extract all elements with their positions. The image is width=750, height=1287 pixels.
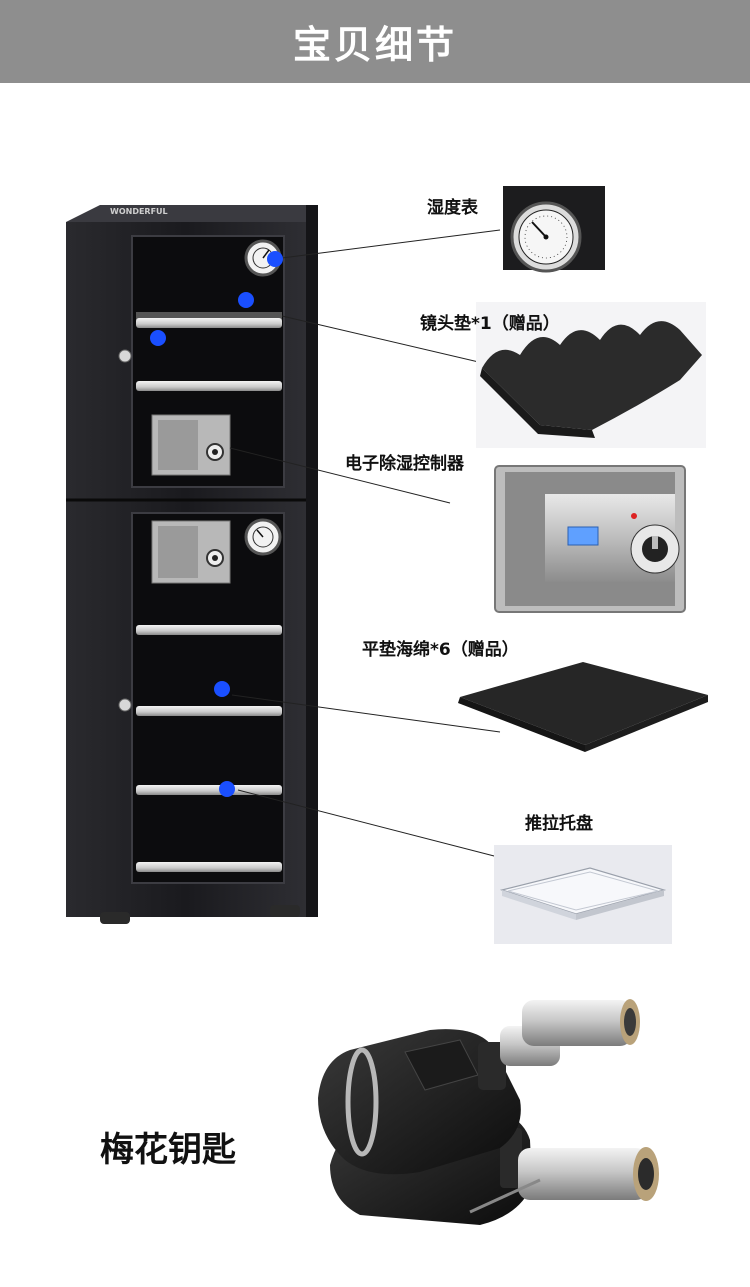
hygrometer-closeup [503, 186, 605, 273]
cabinet-controller-lower [151, 520, 231, 584]
label-flat-foam: 平垫海绵*6（赠品） [362, 640, 519, 660]
label-lens-foam: 镜头垫*1（赠品） [420, 314, 560, 334]
shelf [136, 785, 282, 795]
page-title: 宝贝细节 [292, 23, 457, 67]
shelf [136, 706, 282, 716]
header-banner: 宝贝细节 [0, 0, 750, 83]
tray-closeup [494, 845, 672, 944]
label-tray: 推拉托盘 [525, 814, 593, 834]
cabinet-controller [151, 414, 231, 476]
shelf [136, 625, 282, 635]
cabinet [66, 205, 318, 924]
cabinet-hygrometer-lower [244, 518, 282, 556]
lens-foam-closeup [476, 302, 706, 448]
shelf [136, 381, 282, 391]
label-controller: 电子除湿控制器 [345, 454, 464, 474]
label-keys: 梅花钥匙 [100, 1130, 236, 1170]
keys-illustration [318, 999, 659, 1225]
label-hygrometer: 湿度表 [427, 198, 478, 218]
leader-lines [229, 229, 501, 858]
shelf [136, 862, 282, 872]
flat-foam-closeup [458, 662, 708, 752]
marker-dots [150, 251, 283, 797]
brand-logo: WONDERFUL [110, 207, 168, 216]
shelf [136, 312, 282, 328]
controller-closeup [494, 465, 686, 613]
